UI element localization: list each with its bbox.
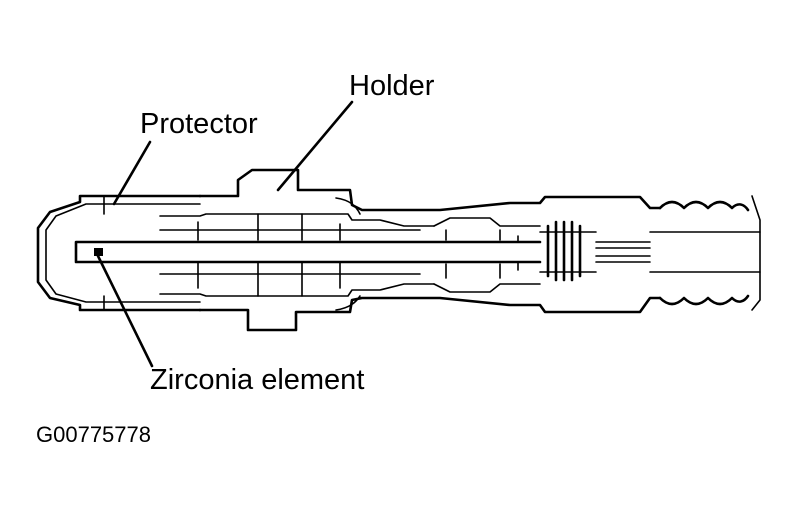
holder-shape <box>159 168 662 332</box>
leader-lines <box>96 100 354 368</box>
terminal-shape <box>433 217 651 293</box>
protector-label: Protector <box>140 108 258 140</box>
zirconia-element-shape <box>74 229 542 275</box>
holder-label: Holder <box>349 70 435 102</box>
protector-leader-line <box>112 140 152 206</box>
protector-shape <box>36 194 202 312</box>
zirconia-leader-line <box>96 254 154 368</box>
cable-sleeve-shape <box>649 195 761 311</box>
zirconia-element-label: Zirconia element <box>150 364 365 396</box>
holder-leader-line <box>276 100 354 192</box>
figure-code: G00775778 <box>36 422 151 447</box>
